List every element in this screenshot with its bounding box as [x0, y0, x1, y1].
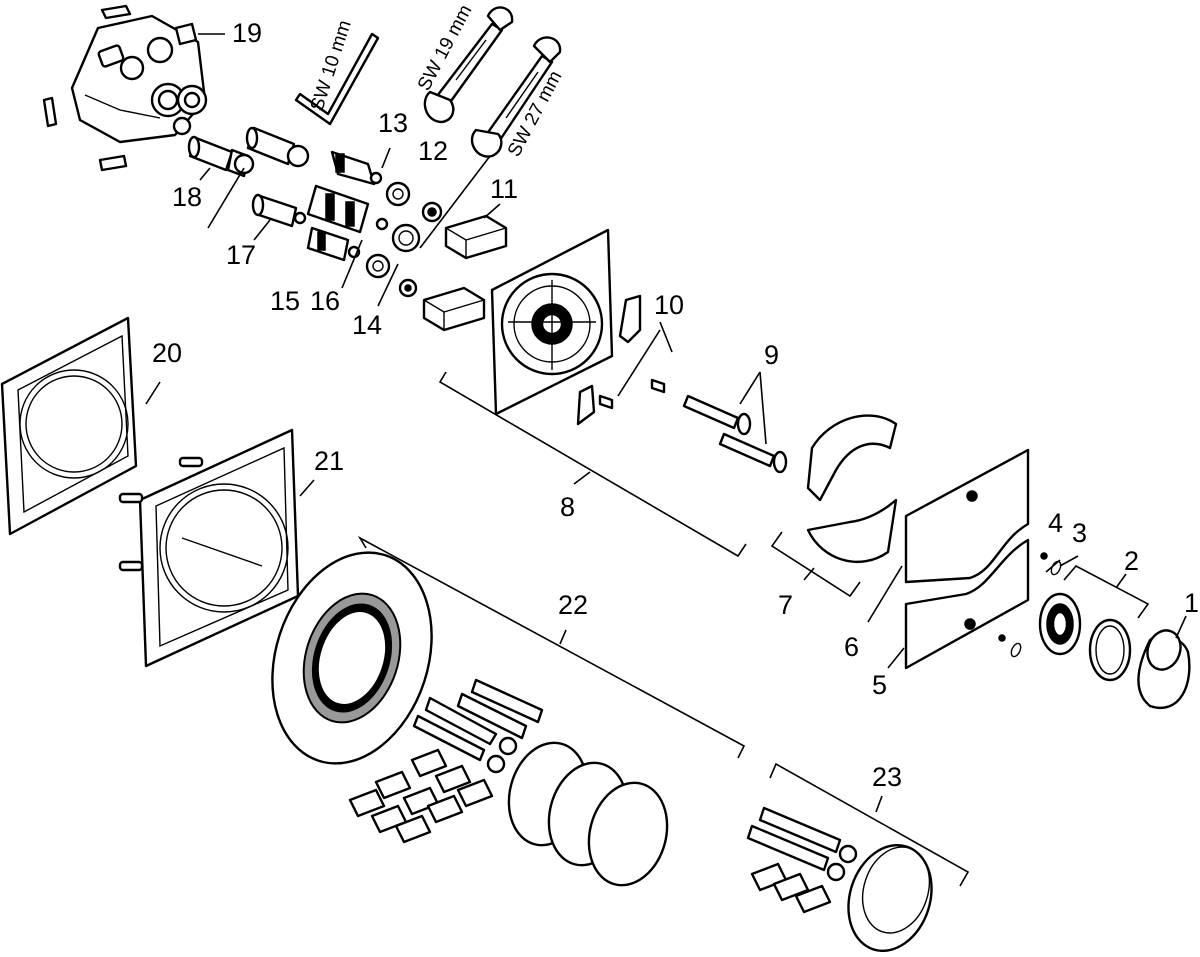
label-9: 9: [764, 340, 779, 370]
frame-21: [118, 428, 300, 668]
mixer-body: [70, 14, 208, 144]
adapter-ring-2: [1038, 592, 1082, 656]
wrench-27-tool: [470, 36, 562, 158]
label-2: 2: [1124, 546, 1139, 576]
label-10: 10: [654, 290, 684, 320]
cartridge-17: [251, 193, 307, 228]
extension-set-23: [746, 806, 933, 953]
cartridge-16: [306, 184, 389, 234]
label-19: 19: [232, 18, 262, 48]
small-clips: [42, 4, 132, 172]
fixing-kit-22: [348, 678, 544, 844]
mounting-plate-8: [490, 228, 614, 416]
wrench-19-tool: [423, 6, 514, 124]
knob-1: [1137, 629, 1191, 709]
mounting-block-11: [444, 214, 508, 260]
bolts-9: [682, 394, 788, 474]
label-15: 15: [270, 286, 300, 316]
nut-rings: [365, 181, 443, 298]
label-1: 1: [1184, 588, 1199, 618]
sealing-ring-19: [174, 22, 225, 46]
label-16: 16: [310, 286, 340, 316]
cartridge-15: [306, 226, 361, 262]
label-22: 22: [558, 590, 588, 620]
label-23: 23: [872, 762, 902, 792]
label-18: 18: [172, 182, 202, 212]
extension-sleeves-22: [507, 741, 669, 887]
label-14: 14: [352, 310, 382, 340]
shell-halves-7: [806, 414, 898, 563]
label-12: 12: [418, 136, 448, 166]
cartridge-13: [330, 150, 383, 186]
trim-disc-22: [271, 551, 433, 765]
frame-20: [0, 316, 138, 536]
snap-ring: [1088, 618, 1132, 682]
leader-lines: [145, 147, 1187, 887]
mounting-block-lower: [422, 286, 486, 332]
cartridge-upper: [245, 126, 310, 168]
cover-plate-5: [904, 538, 1030, 670]
label-7: 7: [778, 590, 793, 620]
label-17: 17: [226, 240, 256, 270]
label-21: 21: [314, 446, 344, 476]
label-4: 4: [1048, 508, 1063, 538]
label-8: 8: [560, 492, 575, 522]
label-5: 5: [872, 670, 887, 700]
callout-labels: 1 2 3 4 5 6 7 8 9 10 11 12 13 14 15 16 1…: [152, 18, 1199, 792]
hex-key-tool: [294, 32, 380, 126]
hex-key-size-label: SW 10 mm: [307, 18, 356, 114]
label-13: 13: [378, 108, 408, 138]
label-11: 11: [490, 174, 518, 204]
label-6: 6: [844, 632, 859, 662]
label-3: 3: [1072, 518, 1087, 548]
bracket-10: [576, 294, 666, 426]
cover-plate-6: [904, 448, 1030, 584]
label-20: 20: [152, 338, 182, 368]
